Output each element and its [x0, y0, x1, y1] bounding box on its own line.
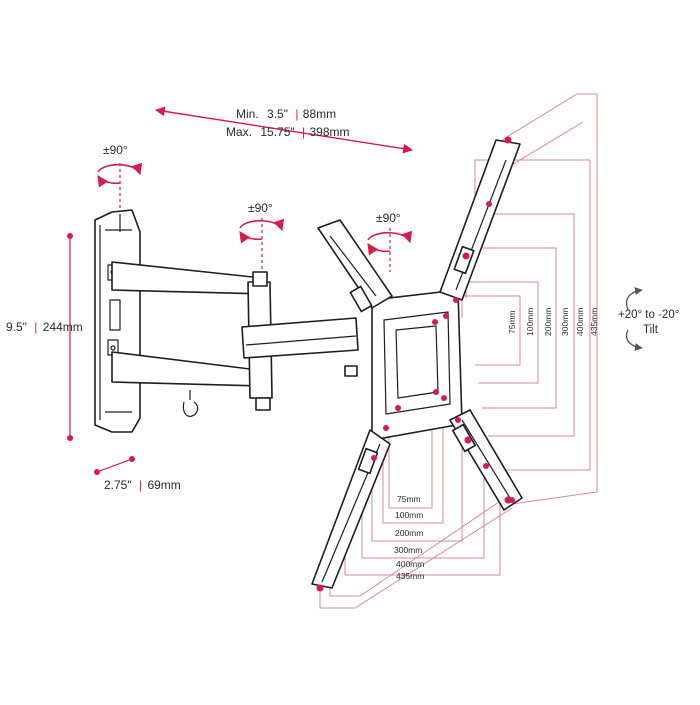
rotation-wall-label: ±90°: [103, 143, 128, 157]
vesa-horizontal-label-300: 300mm: [394, 545, 422, 555]
vesa-vertical-label-435: 435mm: [589, 308, 599, 336]
vesa-vertical-label-400: 400mm: [575, 308, 585, 336]
svg-text:Min. 3.5" |: Min. 3.5" | 88mm: [236, 107, 336, 121]
rotation-wall: ±90°: [97, 143, 143, 210]
svg-text:2.75" | 69mm: 2.75" | 69mm: [104, 478, 181, 492]
rotation-mid: ±90°: [239, 201, 285, 270]
vesa-horizontal-label-200: 200mm: [395, 528, 423, 538]
vesa-vertical-label-75: 75mm: [507, 310, 517, 334]
vesa-horizontal-label-435: 435mm: [396, 571, 424, 581]
extension-min-prefix: Min.: [236, 107, 259, 121]
vesa-horizontal-label-400: 400mm: [396, 559, 424, 569]
svg-text:Max. 15.75" |: Max. 15.75" | 398mm: [226, 125, 349, 139]
depth-dimension: 2.75" | 69mm: [94, 456, 181, 492]
extension-max-inches: 15.75": [260, 125, 294, 139]
depth-mm: 69mm: [147, 478, 180, 492]
vesa-vertical-labels: 75mm 100mm 200mm 300mm 400mm 435mm: [507, 308, 599, 336]
rotation-head-label: ±90°: [376, 211, 401, 225]
svg-text:9.5" | 244mm: 9.5" | 244mm: [6, 320, 83, 334]
tilt-indicator: +20° to -20° Tilt: [618, 287, 679, 351]
tilt-range-label: +20° to -20°: [618, 309, 679, 321]
vesa-vertical-label-300: 300mm: [560, 308, 570, 336]
vesa-vertical-label-200: 200mm: [543, 308, 553, 336]
extension-dimension: Min. 3.5" | 88mm Max. 15.75" | 398mm: [155, 106, 413, 154]
height-mm: 244mm: [43, 320, 83, 334]
articulating-arm: [111, 261, 359, 417]
depth-inches: 2.75": [104, 478, 132, 492]
extension-min-mm: 88mm: [303, 107, 336, 121]
rotation-mid-label: ±90°: [248, 201, 273, 215]
extension-max-mm: 398mm: [309, 125, 349, 139]
tilt-word-label: Tilt: [643, 324, 659, 336]
vesa-horizontal-labels: 75mm 100mm 200mm 300mm 400mm 435mm: [394, 494, 424, 581]
extension-max-prefix: Max.: [226, 125, 252, 139]
vesa-vertical-label-100: 100mm: [525, 308, 535, 336]
height-inches: 9.5": [6, 320, 27, 334]
rotation-head: ±90°: [367, 211, 413, 272]
vesa-horizontal-label-100: 100mm: [395, 510, 423, 520]
mount-hole-dots: [316, 136, 515, 592]
extension-min-inches: 3.5": [267, 107, 288, 121]
height-dimension: 9.5" | 244mm: [6, 233, 83, 441]
vesa-horizontal-label-75: 75mm: [397, 494, 421, 504]
tv-bracket: [311, 139, 523, 589]
wall-plate: [94, 209, 141, 433]
